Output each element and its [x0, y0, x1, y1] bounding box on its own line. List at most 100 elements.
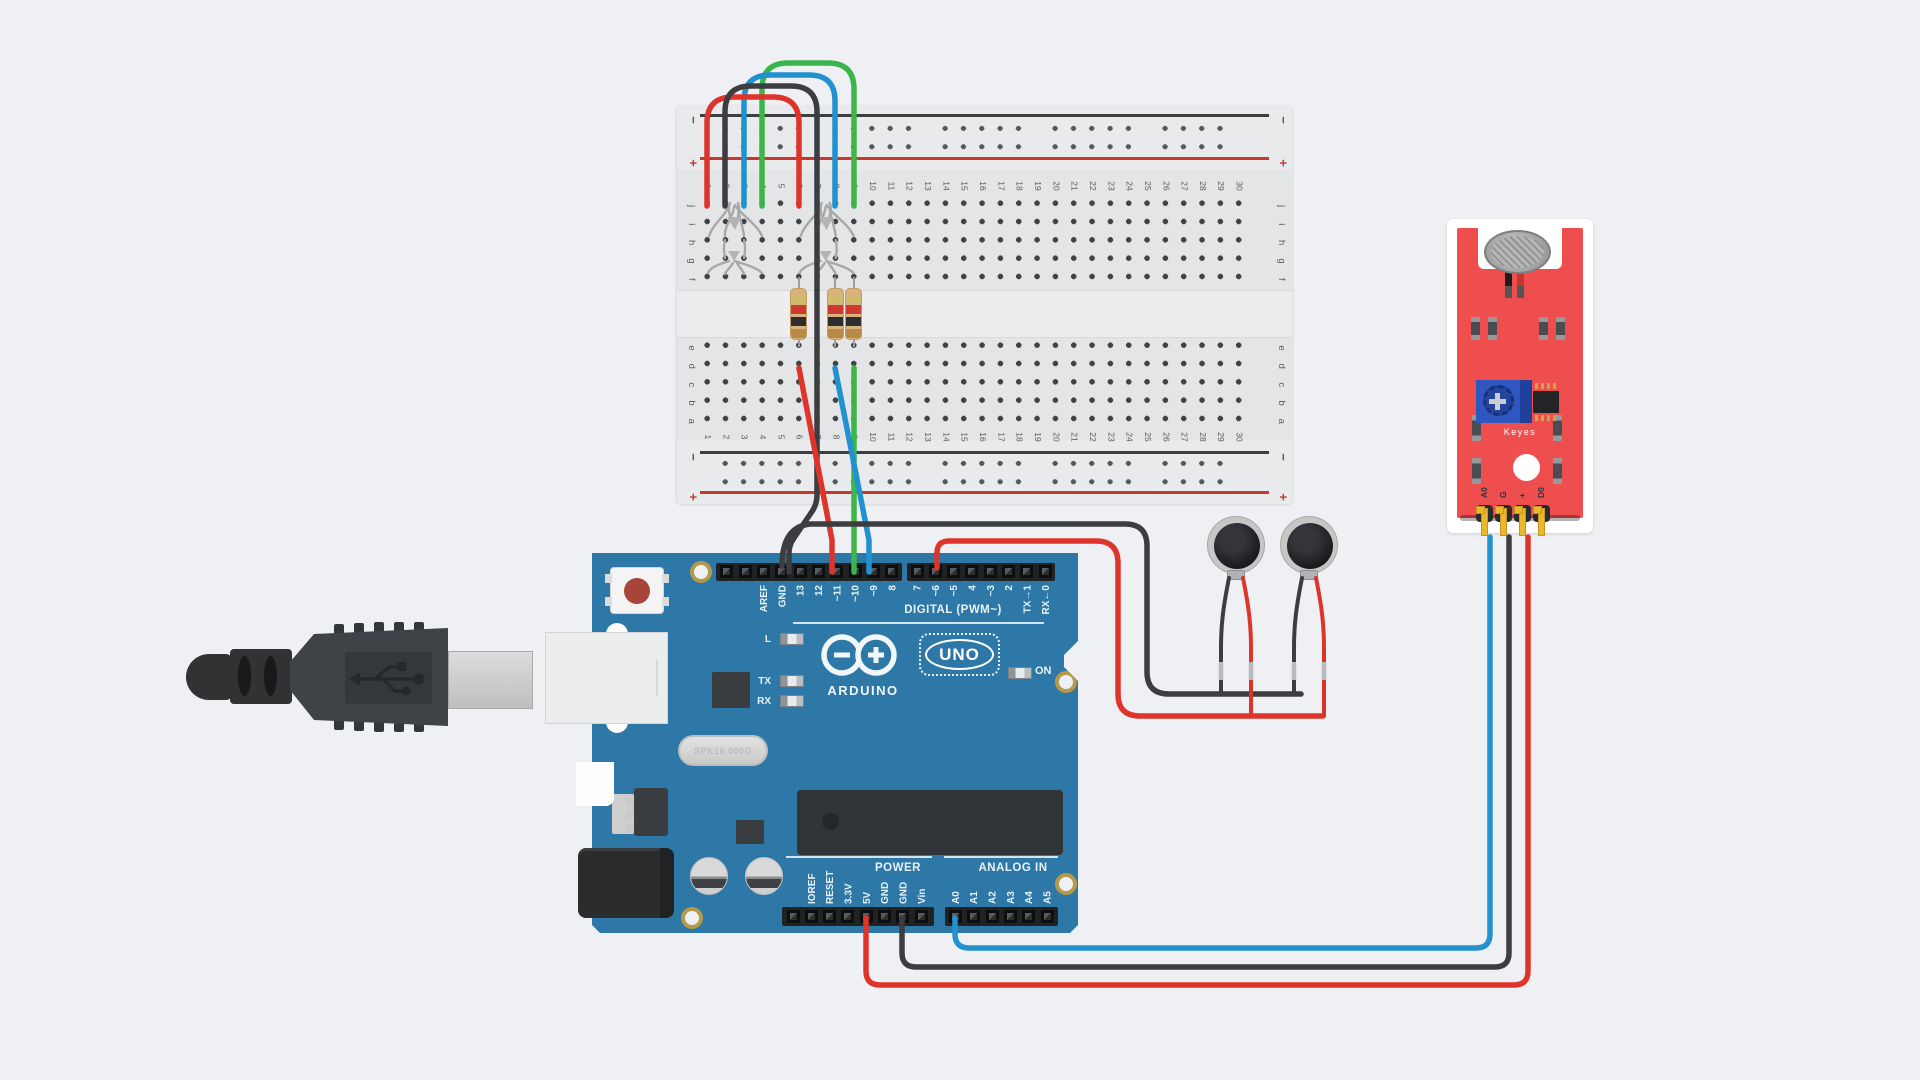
- usb-cable-collar: [230, 649, 292, 704]
- header-pin[interactable]: [965, 565, 979, 578]
- barrel-jack: [578, 848, 674, 918]
- uno-model-text: UNO: [939, 644, 980, 664]
- power-silk-line: [786, 856, 932, 858]
- header-pin[interactable]: [775, 565, 789, 578]
- header-pin[interactable]: [1038, 565, 1052, 578]
- positive-rail-line-top: [700, 157, 1269, 160]
- led-l: [780, 633, 804, 645]
- header-pin[interactable]: [914, 910, 928, 923]
- header-pin[interactable]: [878, 910, 892, 923]
- header-pin[interactable]: [985, 910, 999, 923]
- atmega-chip: [797, 790, 1063, 855]
- led-rx: [780, 695, 804, 707]
- resistor[interactable]: [826, 288, 844, 340]
- analog-silk-line: [944, 856, 1058, 858]
- sensor-hole: [1513, 454, 1540, 481]
- usb-controller-chip: [712, 672, 750, 708]
- header-pin[interactable]: [823, 910, 837, 923]
- smd-resistor: [1471, 317, 1480, 340]
- power-label: POWER: [875, 862, 921, 874]
- trimpot[interactable]: [1476, 380, 1532, 423]
- smd-resistor: [1472, 415, 1481, 441]
- motor-2-tab: [1300, 570, 1318, 580]
- digital-label: DIGITAL (PWM~): [904, 604, 1002, 616]
- header-pin[interactable]: [720, 565, 734, 578]
- header-pin[interactable]: [928, 565, 942, 578]
- header-pin[interactable]: [947, 565, 961, 578]
- header-pin[interactable]: [859, 910, 873, 923]
- breadboard[interactable]: [677, 106, 1292, 504]
- mounting-hole: [690, 561, 712, 583]
- microphone: [1484, 230, 1551, 274]
- header-pin[interactable]: [1020, 565, 1034, 578]
- negative-rail-line-bottom: [700, 451, 1269, 454]
- header-pin[interactable]: [983, 565, 997, 578]
- sensor-pcb: Keyes: [1457, 228, 1583, 521]
- motor-lead[interactable]: [1292, 576, 1304, 696]
- smd-resistor: [1539, 317, 1548, 340]
- usb-socket-flange: [576, 762, 614, 806]
- header-pin[interactable]: [1003, 910, 1017, 923]
- header-pin[interactable]: [786, 910, 800, 923]
- usb-trident-icon: [349, 662, 425, 696]
- usb-b-socket: [545, 632, 668, 724]
- vibration-motor-1[interactable]: [1207, 516, 1265, 574]
- resistor-lead[interactable]: [797, 339, 800, 347]
- header-pin[interactable]: [848, 565, 862, 578]
- header-pin[interactable]: [841, 910, 855, 923]
- usb-symbol-panel: [345, 652, 432, 704]
- smd-resistor: [1553, 415, 1562, 441]
- arduino-logo: [821, 634, 897, 676]
- keyes-sound-sensor[interactable]: Keyes: [1447, 219, 1593, 536]
- hole-grid-bottom: [698, 336, 1248, 428]
- reset-button[interactable]: [605, 567, 669, 614]
- header-pin[interactable]: [804, 910, 818, 923]
- header-pin[interactable]: [896, 910, 910, 923]
- header-pin[interactable]: [1002, 565, 1016, 578]
- resistor-lead[interactable]: [852, 277, 855, 289]
- header-pin[interactable]: [1040, 910, 1054, 923]
- header-pin[interactable]: [948, 910, 962, 923]
- analog-label: ANALOG IN: [978, 862, 1048, 874]
- header-pin[interactable]: [793, 565, 807, 578]
- header-pin[interactable]: [756, 565, 770, 578]
- mic-leg-black: [1505, 266, 1512, 296]
- voltage-regulator: [634, 788, 668, 836]
- header-pin[interactable]: [811, 565, 825, 578]
- mounting-hole: [1055, 873, 1077, 895]
- resistor-lead[interactable]: [834, 339, 837, 347]
- led-on: [1008, 667, 1032, 679]
- led-tx-label: TX: [758, 676, 771, 687]
- header-pin[interactable]: [910, 565, 924, 578]
- motor-lead[interactable]: [1241, 576, 1253, 718]
- breadboard-center-gap: [677, 290, 1292, 338]
- smd-resistor: [1488, 317, 1497, 340]
- on-label: ON: [1035, 665, 1052, 677]
- resistor[interactable]: [845, 288, 863, 340]
- uno-badge: UNO: [919, 633, 1000, 676]
- hole-grid-top: [698, 194, 1248, 286]
- header-pin[interactable]: [1022, 910, 1036, 923]
- motor-lead[interactable]: [1219, 576, 1231, 696]
- negative-rail-line-top: [700, 114, 1269, 117]
- resistor-lead[interactable]: [834, 277, 837, 289]
- arduino-brand-text: ARDUINO: [827, 683, 899, 698]
- led-l-label: L: [764, 634, 771, 645]
- usb-plug-shield: [448, 651, 533, 709]
- header-pin[interactable]: [885, 565, 899, 578]
- motor-lead[interactable]: [1314, 576, 1326, 718]
- resistor-lead[interactable]: [852, 339, 855, 347]
- header-pin[interactable]: [830, 565, 844, 578]
- header-pin[interactable]: [866, 565, 880, 578]
- capacitor: [690, 857, 728, 895]
- resistor[interactable]: [790, 288, 808, 340]
- led-rx-label: RX: [757, 696, 771, 707]
- header-pin[interactable]: [967, 910, 981, 923]
- sensor-ic-chip: [1533, 383, 1559, 421]
- mounting-hole: [681, 907, 703, 929]
- sensor-brand-label: Keyes: [1503, 427, 1537, 437]
- header-pin[interactable]: [738, 565, 752, 578]
- vibration-motor-2[interactable]: [1280, 516, 1338, 574]
- capacitor: [745, 857, 783, 895]
